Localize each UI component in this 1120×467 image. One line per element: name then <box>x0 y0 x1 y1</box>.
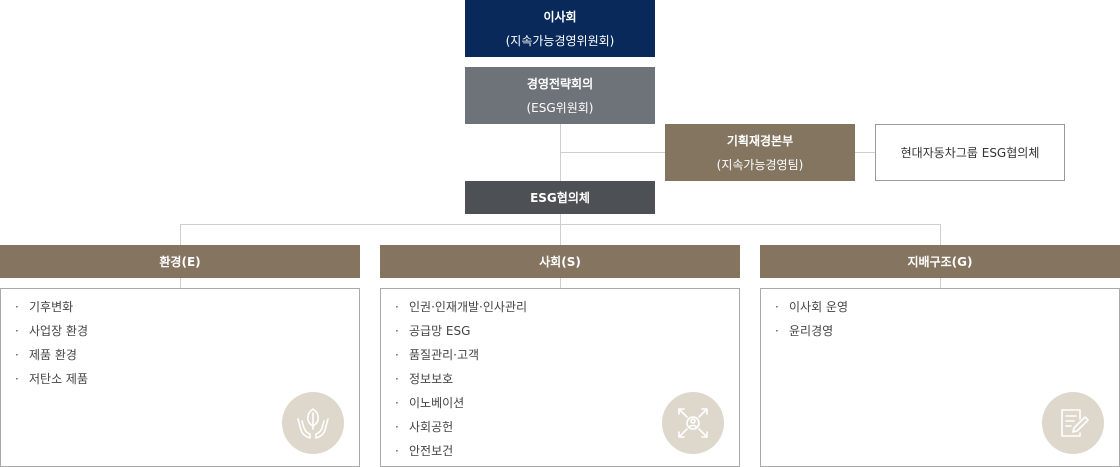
connector-right-down <box>940 224 941 245</box>
connector-planning-to-group <box>855 152 875 153</box>
list-item: ·이사회 운영 <box>775 300 849 314</box>
column-head-environment: 환경(E) <box>0 245 360 278</box>
planning-subtitle: (지속가능경영팀) <box>716 157 804 172</box>
document-pen-icon <box>1042 392 1104 454</box>
esg-council-node: ESG협의체 <box>465 181 655 214</box>
list-item: ·사업장 환경 <box>15 324 89 338</box>
connector-to-planning <box>560 152 665 153</box>
hands-leaf-icon <box>282 392 344 454</box>
esg-council-label: ESG협의체 <box>530 190 590 205</box>
list-item: ·기후변화 <box>15 300 74 314</box>
connector-center-down <box>560 214 561 245</box>
column-head-social: 사회(S) <box>380 245 740 278</box>
column-body-social: ·인권·인재개발·인사관리 ·공급망 ESG ·품질관리·고객 ·정보보호 ·이… <box>380 288 740 467</box>
strategy-title: 경영전략회의 <box>526 76 594 91</box>
connector-trunk <box>560 124 561 182</box>
strategy-subtitle: (ESG위원회) <box>526 100 594 115</box>
board-subtitle: (지속가능경영위원회) <box>505 33 615 48</box>
list-item: ·이노베이션 <box>395 396 465 410</box>
group-council-node: 현대자동차그룹 ESG협의체 <box>875 124 1065 181</box>
board-node: 이사회 (지속가능경영위원회) <box>465 0 655 57</box>
connector-col3-head-body <box>940 278 941 288</box>
connector-col1-head-body <box>180 278 181 288</box>
item-list: ·기후변화 ·사업장 환경 ·제품 환경 ·저탄소 제품 <box>1 289 359 391</box>
list-item: ·저탄소 제품 <box>15 372 89 386</box>
column-title: 환경(E) <box>159 255 201 269</box>
column-body-governance: ·이사회 운영 ·윤리경영 <box>760 288 1120 467</box>
list-item: ·인권·인재개발·인사관리 <box>395 300 528 314</box>
planning-node: 기획재경본부 (지속가능경영팀) <box>665 124 855 181</box>
list-item: ·정보보호 <box>395 372 454 386</box>
list-item: ·품질관리·고객 <box>395 348 480 362</box>
list-item: ·안전보건 <box>395 444 454 458</box>
column-head-governance: 지배구조(G) <box>760 245 1120 278</box>
column-title: 사회(S) <box>539 255 581 269</box>
column-body-environment: ·기후변화 ·사업장 환경 ·제품 환경 ·저탄소 제품 <box>0 288 360 467</box>
column-title: 지배구조(G) <box>907 255 973 269</box>
list-item: ·제품 환경 <box>15 348 77 362</box>
people-network-icon <box>662 392 724 454</box>
planning-title: 기획재경본부 <box>726 133 794 148</box>
item-list: ·인권·인재개발·인사관리 ·공급망 ESG ·품질관리·고객 ·정보보호 ·이… <box>381 289 739 463</box>
list-item: ·윤리경영 <box>775 324 834 338</box>
list-item: ·사회공헌 <box>395 420 454 434</box>
item-list: ·이사회 운영 ·윤리경영 <box>761 289 1119 343</box>
list-item: ·공급망 ESG <box>395 324 471 338</box>
connector-col2-head-body <box>560 278 561 288</box>
group-council-label: 현대자동차그룹 ESG협의체 <box>900 146 1040 160</box>
board-title: 이사회 <box>543 9 577 24</box>
connector-left-down <box>180 224 181 245</box>
strategy-node: 경영전략회의 (ESG위원회) <box>465 67 655 124</box>
